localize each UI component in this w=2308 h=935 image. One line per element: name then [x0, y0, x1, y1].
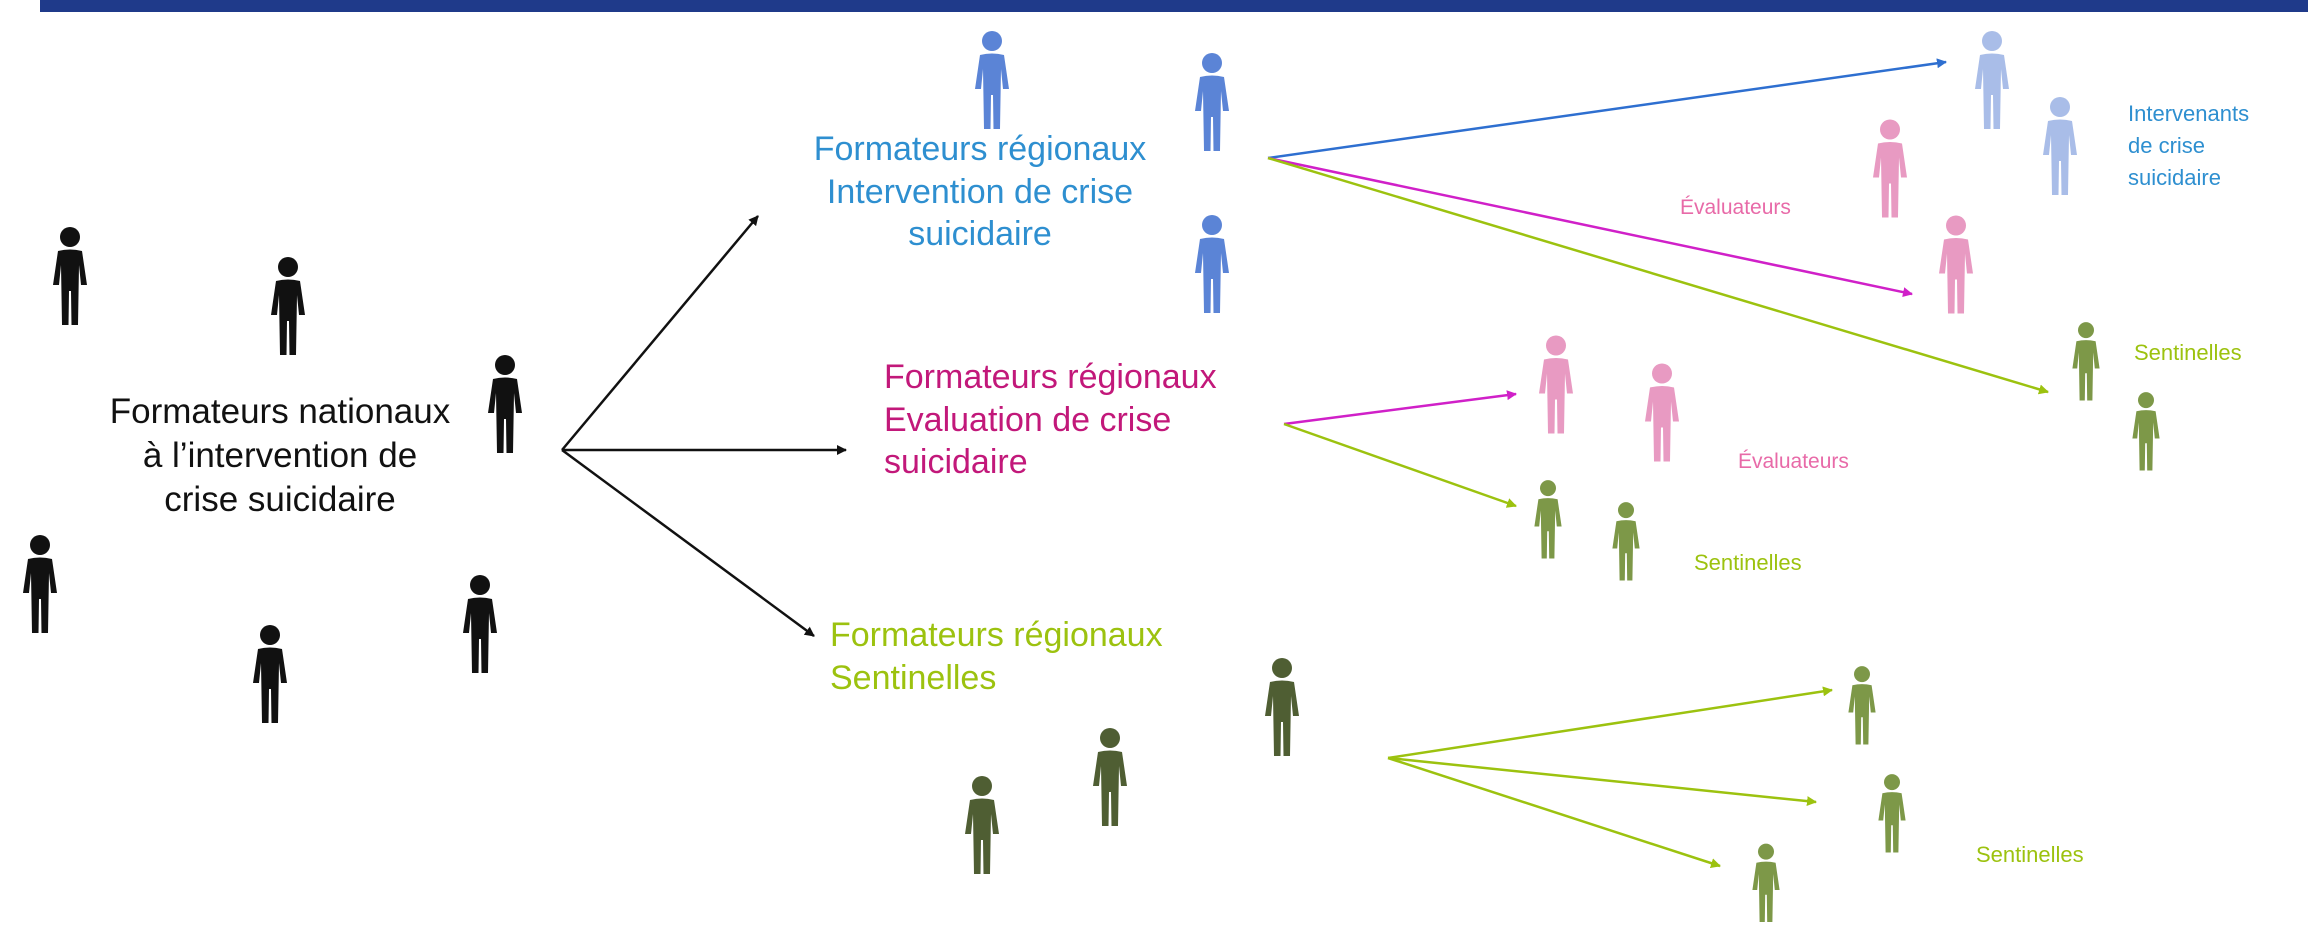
sentinelles-bottom-label: Sentinelles	[1976, 842, 2084, 867]
national-trainers-label: Formateurs nationaux à l’intervention de…	[80, 390, 480, 521]
sentinel-arrows	[1387, 686, 1833, 868]
intervention-arrows	[1267, 58, 2049, 395]
arrow-to-evaluateurs	[1283, 390, 1517, 426]
person-icon	[975, 31, 1009, 129]
label-line: Sentinelles	[830, 658, 997, 697]
person-icon	[2132, 392, 2160, 471]
label-line: Evaluation de crise	[884, 400, 1172, 439]
arrow-to-sentinelles	[1283, 422, 1517, 508]
label-line: Intervenants	[2128, 101, 2250, 126]
sentinelle-figures	[1534, 322, 2160, 922]
person-icon	[2072, 322, 2100, 401]
sentinelles-top-label: Sentinelles	[2134, 340, 2242, 365]
label-line: Formateurs régionaux	[830, 616, 1163, 654]
evaluateurs-mid-label: Évaluateurs	[1738, 450, 1849, 473]
regional-intervention-label: Formateurs régionaux Intervention de cri…	[770, 128, 1190, 256]
label-line: Formateurs régionaux	[884, 358, 1217, 396]
evaluateur-figures	[1539, 119, 1973, 462]
person-icon	[1539, 335, 1573, 434]
person-icon	[965, 776, 999, 874]
person-icon	[53, 227, 87, 325]
regional-sentinelles-label: Formateurs régionaux Sentinelles	[830, 614, 1163, 699]
person-icon	[1939, 215, 1973, 314]
label-line: Formateurs nationaux	[109, 392, 451, 431]
person-icon	[1752, 843, 1780, 922]
arrow-to-sentinelles	[1387, 756, 1721, 868]
evaluateurs-top-label: Évaluateurs	[1680, 196, 1791, 219]
intervenants-label: Intervenants de crise suicidaire	[2128, 98, 2249, 194]
arrow-to-sentinelles	[1387, 686, 1833, 760]
arrow-to-intervention	[561, 215, 759, 451]
label-line: à l’intervention de	[142, 435, 418, 475]
label-line: suicidaire	[908, 215, 1052, 253]
person-icon	[1645, 363, 1679, 462]
regional-evaluation-label: Formateurs régionaux Evaluation de crise…	[884, 356, 1217, 484]
label-line: suicidaire	[2128, 164, 2221, 190]
arrow-to-sentinelles	[561, 448, 815, 638]
arrow-to-sentinelles	[1267, 156, 2049, 395]
sentinelles-mid-label: Sentinelles	[1694, 550, 1802, 575]
national-arrows	[561, 215, 847, 638]
intervenant-figures	[1975, 31, 2077, 195]
person-icon	[1975, 31, 2009, 129]
header-bar	[40, 0, 2308, 12]
arrow-to-sentinelles	[1387, 756, 1817, 807]
person-icon	[1265, 658, 1299, 756]
person-icon	[1848, 666, 1876, 745]
person-icon	[1873, 119, 1907, 218]
person-icon	[463, 575, 497, 673]
person-icon	[1093, 728, 1127, 826]
person-icon	[1878, 774, 1906, 853]
person-icon	[1195, 53, 1229, 151]
person-icon	[488, 355, 522, 453]
person-icon	[1612, 502, 1640, 581]
person-icon	[271, 257, 305, 355]
evaluation-arrows	[1283, 390, 1517, 508]
person-icon	[2043, 97, 2077, 195]
arrow-to-intervenants	[1267, 58, 1947, 160]
person-icon	[23, 535, 57, 633]
person-icon	[1534, 480, 1562, 559]
arrow-to-evaluateurs	[1267, 156, 1913, 298]
label-line: suicidaire	[884, 443, 1028, 481]
label-line: Intervention de crise	[826, 172, 1134, 211]
label-line: crise suicidaire	[164, 479, 396, 519]
label-line: Formateurs régionaux	[813, 130, 1147, 168]
person-icon	[1195, 215, 1229, 313]
label-line: de crise	[2128, 132, 2206, 158]
person-icon	[253, 625, 287, 723]
